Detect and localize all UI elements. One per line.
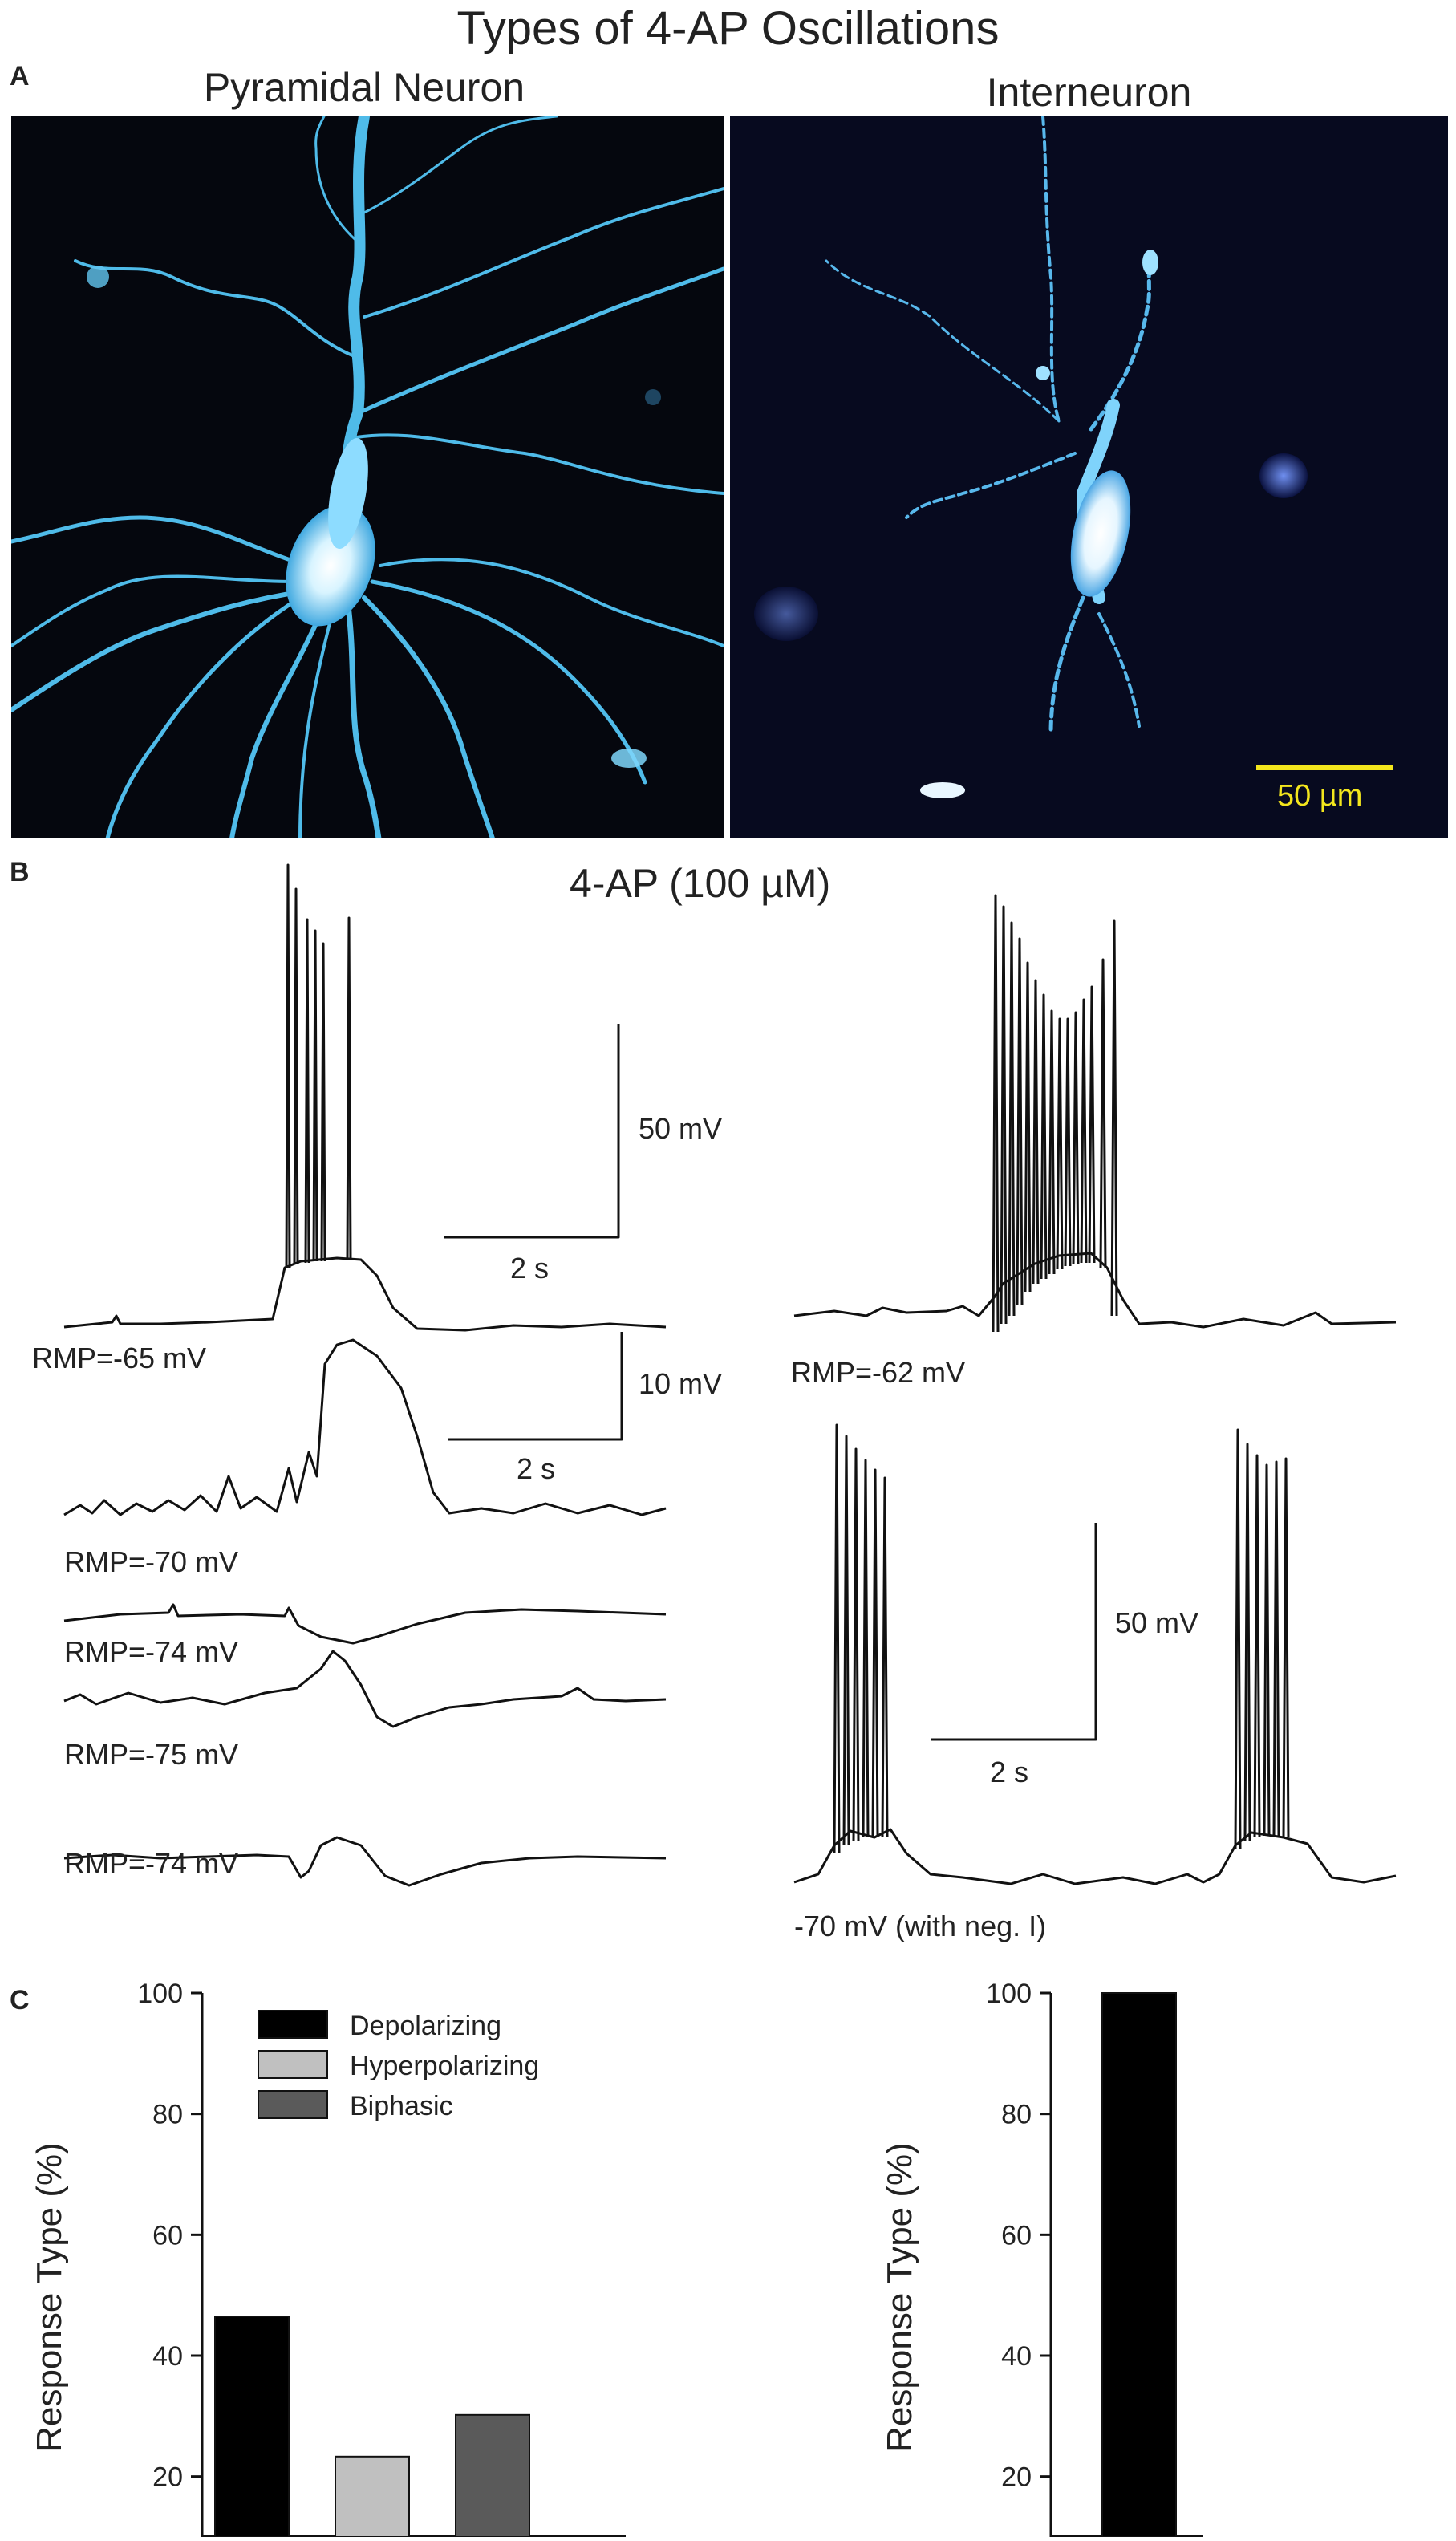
y-tick-label-80: 80 <box>152 2100 183 2130</box>
interneuron-spikes-top <box>992 894 1118 1333</box>
electrophysiology-traces <box>63 863 1397 1887</box>
bar-depolarizing <box>214 2316 290 2538</box>
figure-title: Types of 4-AP Oscillations <box>456 2 1000 55</box>
pyramidal-trace-rmp-70 <box>63 1338 667 1516</box>
panel-a-letter: A <box>10 61 30 91</box>
pyramidal-scale-time-top: 2 s <box>510 1252 550 1285</box>
pyramidal-scale-bar-second <box>448 1332 623 1441</box>
condition-title: 4-AP (100 µM) <box>570 861 831 906</box>
y-tick-label-100: 100 <box>986 1979 1032 2009</box>
pyramidal-scale-bar-top <box>444 1024 620 1239</box>
pyramidal-scale-voltage-second: 10 mV <box>639 1367 723 1400</box>
pyramidal-trace-rmp-74 <box>63 1603 667 1645</box>
legend-swatch-hyperpolarizing <box>258 2050 328 2079</box>
y-tick-label-20: 20 <box>152 2462 183 2493</box>
rmp-label-1: RMP=-65 mV <box>32 1342 207 1374</box>
pyramidal-neuron-title: Pyramidal Neuron <box>203 65 525 110</box>
interneuron-neg-current-label: -70 mV (with neg. I) <box>794 1910 1047 1942</box>
pyramidal-trace-rmp-74-b <box>63 1836 667 1887</box>
legend-swatch-depolarizing <box>258 2010 328 2039</box>
legend-label-biphasic: Biphasic <box>350 2091 453 2121</box>
y-tick-label-60: 60 <box>1001 2220 1032 2251</box>
legend-label-depolarizing: Depolarizing <box>350 2011 501 2041</box>
y-tick-label-40: 40 <box>152 2341 183 2372</box>
interneuron-scale-voltage: 50 mV <box>1115 1606 1199 1639</box>
rmp-label-2: RMP=-70 mV <box>64 1545 239 1578</box>
interneuron-title: Interneuron <box>986 70 1192 115</box>
bar-biphasic <box>455 2413 530 2538</box>
legend-swatch-biphasic <box>258 2090 328 2119</box>
interneuron-rmp-label: RMP=-62 mV <box>791 1356 966 1389</box>
interneuron-scale-time: 2 s <box>990 1756 1029 1788</box>
pyramidal-spikes <box>285 863 352 1268</box>
interneuron-micrograph: 50 µm <box>730 116 1448 838</box>
interneuron-trace-neg-current <box>793 1828 1397 1885</box>
bar-depolarizing <box>1101 1992 1177 2538</box>
y-tick-label-100: 100 <box>137 1979 183 2009</box>
pyramidal-trace-rmp-65 <box>63 1256 667 1332</box>
pyramidal-scale-time-second: 2 s <box>517 1452 556 1485</box>
panel-b-letter: B <box>10 857 30 887</box>
rmp-label-5: RMP=-74 mV <box>64 1847 239 1880</box>
panel-c-letter: C <box>10 1985 30 2015</box>
y-axis-label-1: Response Type (%) <box>30 2142 69 2452</box>
pyramidal-neuron-micrograph <box>11 116 724 838</box>
interneuron-scale-bar <box>931 1523 1097 1741</box>
y-tick-label-40: 40 <box>1001 2341 1032 2372</box>
rmp-label-3: RMP=-74 mV <box>64 1635 239 1668</box>
interneuron-spikes-bottom <box>833 1423 1290 1854</box>
scale-bar-label: 50 µm <box>1277 779 1363 813</box>
y-axis-label-2: Response Type (%) <box>880 2142 919 2452</box>
rmp-label-4: RMP=-75 mV <box>64 1738 239 1771</box>
y-tick-label-20: 20 <box>1001 2462 1032 2493</box>
legend-label-hyperpolarizing: Hyperpolarizing <box>350 2051 539 2081</box>
interneuron-trace-rmp-62 <box>793 1252 1397 1329</box>
bar-hyperpolarizing <box>335 2455 410 2538</box>
pyramidal-scale-voltage-top: 50 mV <box>639 1112 723 1145</box>
y-tick-label-60: 60 <box>152 2220 183 2251</box>
y-tick-label-80: 80 <box>1001 2100 1032 2130</box>
pyramidal-trace-rmp-75 <box>63 1650 667 1728</box>
